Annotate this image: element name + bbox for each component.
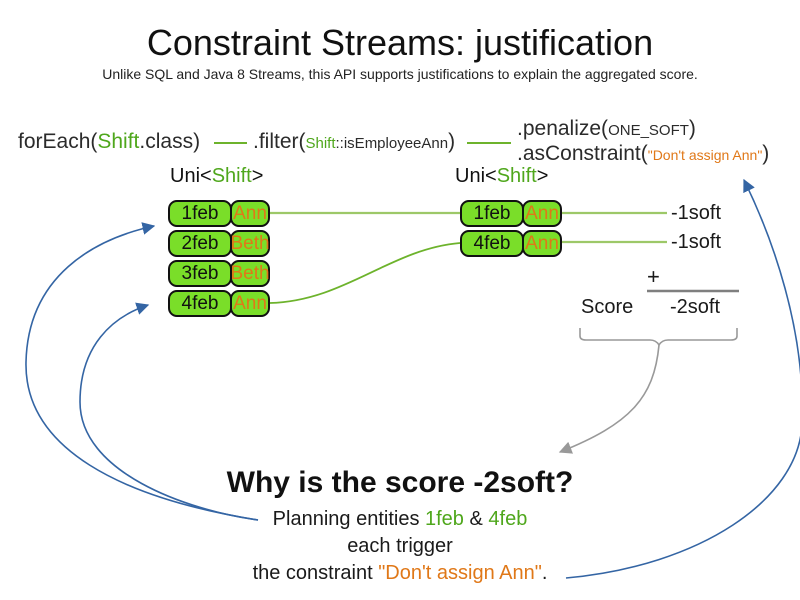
employee-cell: Beth xyxy=(230,230,270,257)
explanation-line-1: Planning entities 1feb & 4feb xyxy=(0,508,800,531)
explanation-constraint-name: "Don't assign Ann" xyxy=(378,562,542,584)
code-foreach: forEach(Shift.class) xyxy=(18,130,200,154)
code-asconstraint: .asConstraint("Don't assign Ann") xyxy=(517,142,769,166)
filtered-row-1feb: 1feb Ann xyxy=(460,200,562,227)
code-penalize-post: ) xyxy=(688,117,696,140)
left-stream-label-pre: Uni< xyxy=(170,165,212,187)
explanation-line3-post: . xyxy=(541,562,548,584)
employee-cell: Ann xyxy=(230,290,270,317)
code-foreach-pre: forEach( xyxy=(18,130,98,153)
shift-row-3feb: 3feb Beth xyxy=(168,260,270,287)
right-stream-label-pre: Uni< xyxy=(455,165,497,187)
code-foreach-post: .class) xyxy=(139,130,201,153)
left-stream-label-type: Shift xyxy=(211,165,252,187)
page-title: Constraint Streams: justification xyxy=(146,22,654,63)
code-asconstraint-arg: "Don't assign Ann" xyxy=(647,147,763,163)
code-penalize-pre: .penalize( xyxy=(517,117,609,140)
date-cell: 1feb xyxy=(168,200,232,227)
code-foreach-type: Shift xyxy=(97,130,140,153)
page-subtitle: Unlike SQL and Java 8 Streams, this API … xyxy=(102,66,698,82)
right-stream-label: Uni<Shift> xyxy=(455,165,548,188)
left-stream-label: Uni<Shift> xyxy=(170,165,263,188)
code-asconstraint-pre: .asConstraint( xyxy=(517,142,648,165)
date-cell: 4feb xyxy=(460,230,524,257)
explanation-entity-4feb: 4feb xyxy=(488,508,528,530)
question-heading: Why is the score -2soft? xyxy=(226,466,574,499)
filtered-row-4feb: 4feb Ann xyxy=(460,230,562,257)
shift-row-2feb: 2feb Beth xyxy=(168,230,270,257)
code-filter-pre: .filter( xyxy=(253,130,306,153)
code-penalize: .penalize(ONE_SOFT) xyxy=(517,117,696,141)
code-asconstraint-post: ) xyxy=(762,142,770,165)
penalty-1feb: -1soft xyxy=(671,202,722,224)
date-cell: 2feb xyxy=(168,230,232,257)
right-stream-label-post: > xyxy=(536,165,549,187)
explanation-line-2: each trigger xyxy=(347,535,453,557)
score-to-question-arrow xyxy=(558,344,660,454)
code-penalize-arg: ONE_SOFT xyxy=(608,122,689,139)
date-cell: 3feb xyxy=(168,260,232,287)
employee-cell: Ann xyxy=(522,230,562,257)
explanation-line3-pre: the constraint xyxy=(252,562,379,584)
left-stream-table: 1feb Ann 2feb Beth 3feb Beth 4feb Ann xyxy=(168,200,270,320)
employee-cell: Ann xyxy=(230,200,270,227)
explanation-line-3: the constraint "Don't assign Ann". xyxy=(0,562,800,585)
score-value: -2soft xyxy=(670,296,721,318)
code-filter-type: Shift xyxy=(305,135,336,152)
right-stream-table: 1feb Ann 4feb Ann xyxy=(460,200,562,260)
score-label: Score xyxy=(581,296,634,318)
employee-cell: Beth xyxy=(230,260,270,287)
penalty-4feb: -1soft xyxy=(671,231,722,253)
score-plus-sign: + xyxy=(647,264,660,289)
date-cell: 1feb xyxy=(460,200,524,227)
code-filter-method: ::isEmployeeAnn xyxy=(335,135,449,152)
explanation-line1-mid: & xyxy=(463,508,489,530)
explanation-line1-pre: Planning entities xyxy=(272,508,425,530)
shift-row-4feb: 4feb Ann xyxy=(168,290,270,317)
connector-4feb-left-to-right xyxy=(269,242,461,304)
date-cell: 4feb xyxy=(168,290,232,317)
shift-row-1feb: 1feb Ann xyxy=(168,200,270,227)
score-brace xyxy=(579,328,738,347)
explanation-entity-1feb: 1feb xyxy=(425,508,464,530)
left-stream-label-post: > xyxy=(251,165,264,187)
right-stream-label-type: Shift xyxy=(496,165,537,187)
code-filter: .filter(Shift::isEmployeeAnn) xyxy=(253,130,455,154)
code-filter-post: ) xyxy=(448,130,456,153)
employee-cell: Ann xyxy=(522,200,562,227)
